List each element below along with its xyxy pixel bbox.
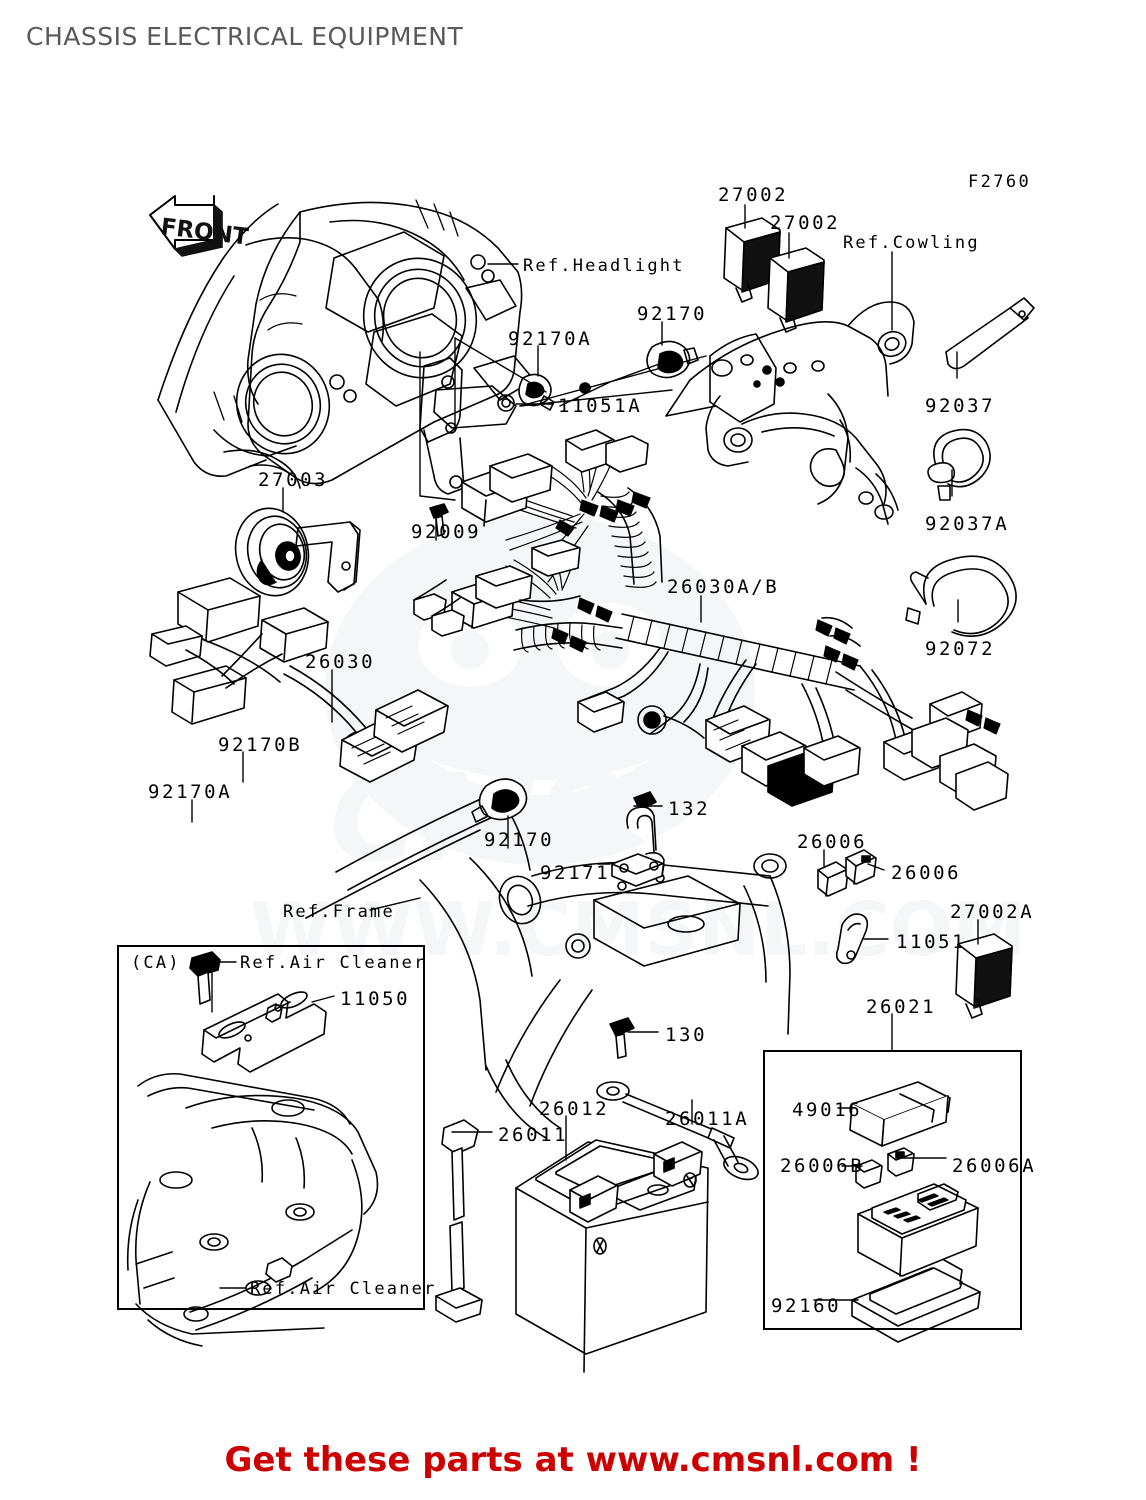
corrugated-tube-upper — [597, 487, 663, 588]
callout-ref-headlight: Ref.Headlight — [523, 256, 685, 276]
callout-p-27002-a: 27002 — [718, 184, 789, 206]
terminal-26006-a — [817, 861, 849, 897]
bracket-11051 — [835, 913, 869, 965]
ca-inset-box — [117, 945, 425, 1310]
callout-p-11051a: 11051A — [558, 395, 643, 417]
callout-p-92160: 92160 — [771, 1295, 842, 1317]
callout-p-92170a-low: 92170A — [148, 781, 233, 803]
callout-p-26012: 26012 — [539, 1098, 610, 1120]
horn-27003 — [234, 507, 361, 597]
relay-27002a — [955, 933, 1013, 1019]
callout-p-26011: 26011 — [498, 1124, 569, 1146]
battery-26012 — [515, 1139, 709, 1373]
footer-promo-text: Get these parts at www.cmsnl.com ! — [224, 1440, 922, 1480]
callout-p-26006-top: 26006 — [797, 831, 868, 853]
main-harness-26030ab — [413, 429, 1009, 811]
cable-26011 — [435, 1119, 483, 1323]
callout-p-92171: 92171 — [540, 862, 611, 884]
callout-p-26006a: 26006A — [952, 1155, 1037, 1177]
callout-p-26006-right: 26006 — [891, 862, 962, 884]
page-title: CHASSIS ELECTRICAL EQUIPMENT — [26, 22, 464, 51]
svg-text:WWW.CMSNL.COM: WWW.CMSNL.COM — [250, 887, 1026, 973]
bolt-92009 — [429, 503, 449, 537]
headlight-assembly — [157, 199, 591, 489]
grommet-92170-lower — [471, 778, 528, 823]
callout-p-92170b: 92170B — [218, 734, 303, 756]
callout-p-26021: 26021 — [866, 996, 937, 1018]
callout-ref-air-top: Ref.Air Cleaner — [240, 953, 427, 973]
callout-ref-cowling: Ref.Cowling — [843, 233, 980, 253]
callout-ref-air-bottom: Ref.Air Cleaner — [250, 1279, 437, 1299]
relay-27002-b — [767, 247, 825, 333]
callout-ref-frame: Ref.Frame — [283, 902, 395, 922]
callout-p-27003: 27003 — [258, 469, 329, 491]
callout-p-92170-top: 92170 — [637, 303, 708, 325]
callout-code-f2760: F2760 — [968, 172, 1032, 192]
frame-outline — [305, 791, 791, 1139]
callout-p-27002-b: 27002 — [770, 212, 841, 234]
sub-harness-26030 — [149, 577, 449, 783]
clamp-92037 — [945, 297, 1035, 370]
ca-inset-contents — [126, 951, 379, 1347]
terminal-26006-b — [845, 849, 877, 885]
fusebox-inset-box — [763, 1050, 1022, 1330]
callout-p-11050: 11050 — [340, 988, 411, 1010]
bolt-130 — [609, 1017, 635, 1059]
callout-p-26006b: 26006B — [780, 1155, 865, 1177]
clamp-92037a — [927, 428, 991, 501]
callout-p-92009: 92009 — [411, 521, 482, 543]
callout-p-27002a: 27002A — [950, 901, 1035, 923]
tie-wrap-92072 — [905, 555, 1017, 638]
fusebox-contents — [849, 1081, 981, 1343]
callout-ca-marker: (CA) — [131, 953, 181, 973]
callout-p-132: 132 — [668, 798, 711, 820]
callout-p-26011a: 26011A — [665, 1108, 750, 1130]
callout-p-130: 130 — [665, 1024, 708, 1046]
front-arrow-icon: FRONT — [149, 195, 250, 257]
corrugated-tube-lower — [513, 622, 623, 653]
callout-p-26030: 26030 — [305, 651, 376, 673]
callout-p-92037a: 92037A — [925, 513, 1010, 535]
callout-p-92170a-top: 92170A — [508, 328, 593, 350]
callout-p-92037: 92037 — [925, 395, 996, 417]
callout-p-92072: 92072 — [925, 638, 996, 660]
cowling-bracket — [665, 301, 915, 525]
callout-p-49016: 49016 — [792, 1099, 863, 1121]
leader-lines — [191, 204, 979, 1301]
clamp-92171 — [611, 806, 665, 887]
callout-p-26030ab: 26030A/B — [667, 576, 780, 598]
callout-p-11051: 11051 — [896, 931, 967, 953]
callout-p-92170-low: 92170 — [484, 829, 555, 851]
cable-26011a — [596, 1081, 759, 1181]
